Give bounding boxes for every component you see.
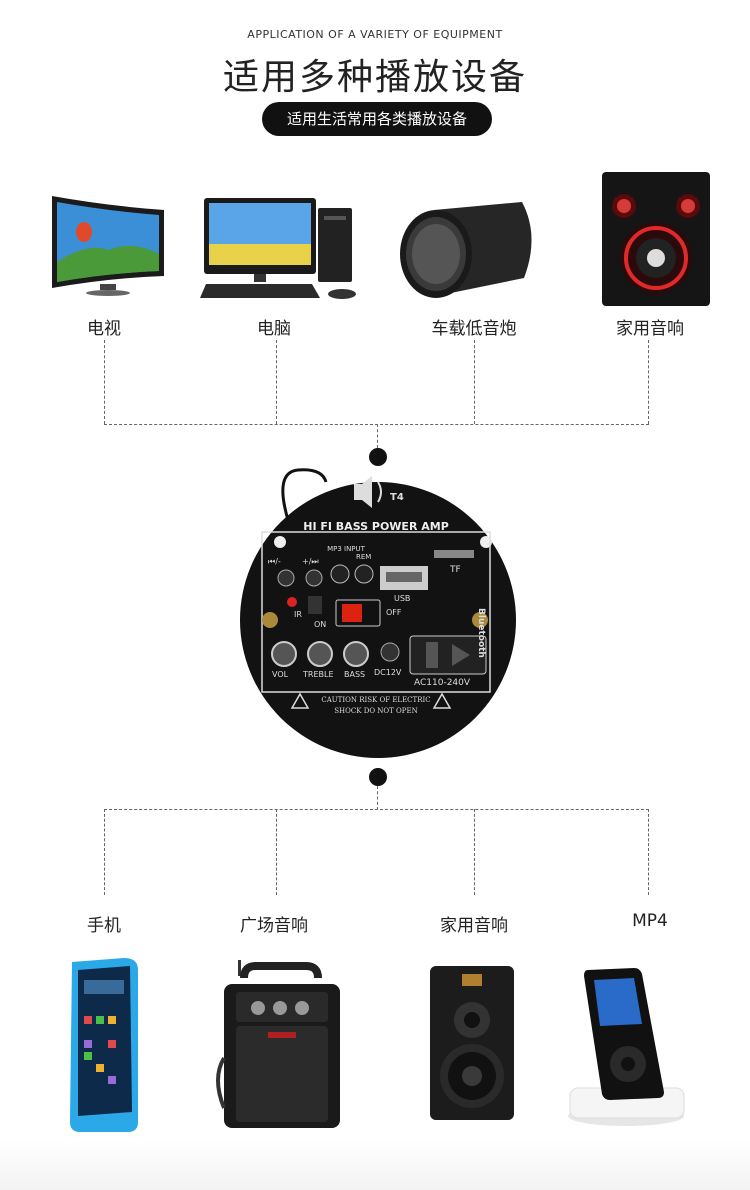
connector-line (648, 809, 649, 895)
connector-line (104, 340, 105, 424)
connector-line (474, 809, 475, 895)
studio-speaker-icon (430, 966, 514, 1120)
connector-line (276, 340, 277, 424)
device-label-studio-speaker: 家用音响 (440, 916, 508, 936)
mp4-player-icon (568, 968, 685, 1126)
device-label-portable-speaker: 广场音响 (240, 916, 308, 936)
car-subwoofer-icon (400, 202, 532, 298)
amp-name: HI FI BASS POWER AMP (303, 520, 449, 533)
device-label-phone: 手机 (87, 916, 121, 936)
amp-caution-line1: CAUTION RISK OF ELECTRIC (321, 696, 431, 704)
amp-bass-label: BASS (344, 670, 366, 679)
home-speaker-icon (602, 172, 710, 306)
amp-model: T4 (390, 492, 404, 503)
amp-prev-label: ⏮/- (268, 557, 281, 566)
connector-line (276, 809, 277, 895)
connector-line (474, 340, 475, 424)
amp-rem-label: REM (356, 553, 372, 561)
amp-treble-label: TREBLE (303, 670, 334, 679)
page-title: 适用多种播放设备 (222, 57, 527, 98)
connector-dot (369, 768, 387, 786)
subtitle-pill: 适用生活常用各类播放设备 (262, 102, 492, 136)
device-label-mp4: MP4 (632, 911, 668, 931)
tv-icon (52, 196, 164, 296)
connector-line (104, 809, 649, 810)
device-label-car-subwoofer: 车载低音炮 (431, 319, 517, 339)
phone-icon (70, 958, 138, 1132)
amp-vol-label: VOL (272, 670, 289, 679)
connector-line (648, 340, 649, 424)
amp-tf-label: TF (450, 565, 461, 575)
connector-line (104, 424, 649, 425)
amp-off-label: OFF (386, 608, 402, 617)
device-label-home-speaker: 家用音响 (616, 319, 684, 339)
device-label-computer: 电脑 (257, 319, 291, 339)
amp-ac-label: AC110-240V (414, 678, 471, 688)
amp-dc-label: DC12V (374, 668, 402, 677)
amp-ir-label: IR (294, 610, 302, 619)
amp-usb-label: USB (394, 594, 411, 603)
amp-caution-line2: SHOCK DO NOT OPEN (334, 707, 418, 715)
amp-bluetooth-label: Bluetooth (476, 608, 486, 658)
connector-line (377, 786, 378, 810)
device-label-tv: 电视 (87, 319, 121, 339)
connector-line (104, 809, 105, 895)
amp-board (240, 468, 516, 758)
portable-speaker-icon (216, 960, 340, 1128)
amp-mp3-label: MP3 INPUT (327, 545, 365, 553)
connector-line (377, 424, 378, 448)
bottom-fade (0, 1140, 750, 1190)
subtitle-en: APPLICATION OF A VARIETY OF EQUIPMENT (247, 28, 503, 41)
connector-dot (369, 448, 387, 466)
computer-icon (200, 198, 356, 299)
amp-on-label: ON (314, 620, 327, 629)
amp-next-label: +/⏭ (302, 557, 319, 566)
